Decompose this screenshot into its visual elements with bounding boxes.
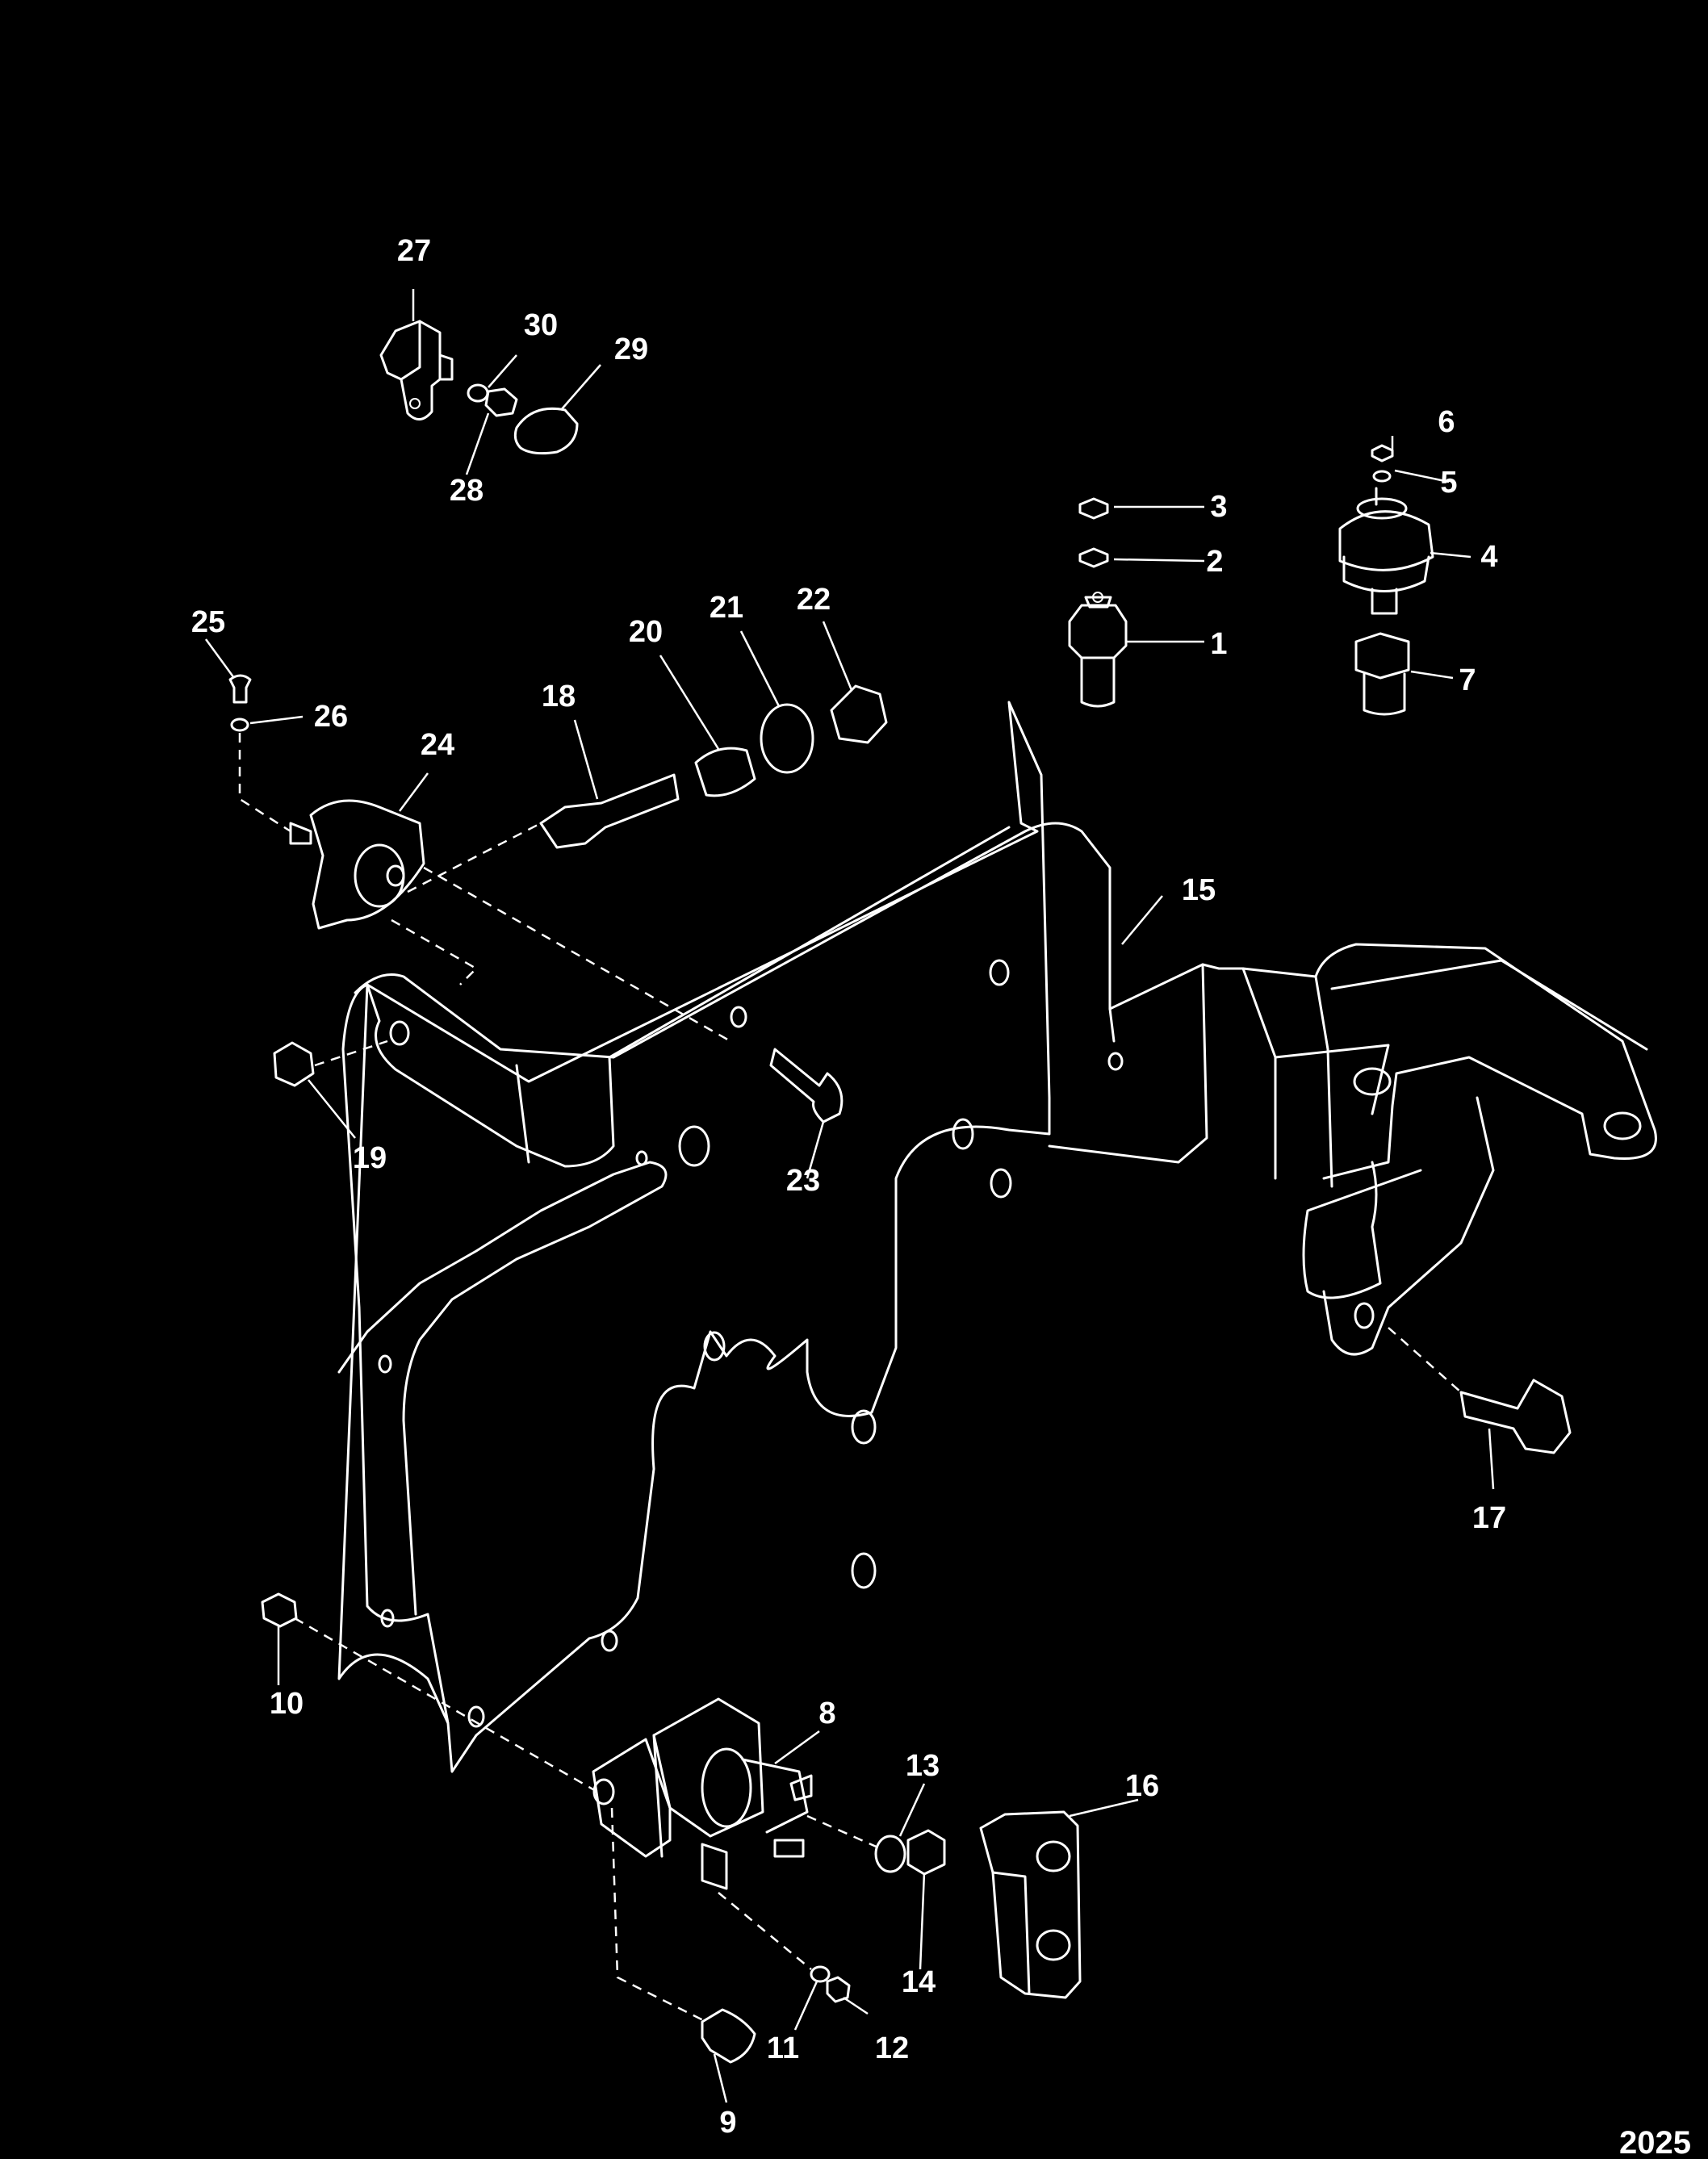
part-7-fitting [1354,632,1410,716]
part-13-washer [874,1835,906,1873]
part-14-nut [906,1829,946,1876]
part-18-stud [539,773,680,849]
callout-17: 17 [1472,1501,1506,1535]
callout-23: 23 [786,1164,820,1198]
callout-24: 24 [421,728,454,762]
leader-lines [204,289,1495,2103]
callout-20: 20 [629,615,663,649]
callout-16: 16 [1125,1769,1159,1803]
callout-13: 13 [906,1749,940,1783]
part-4-pressure-switch [1338,487,1434,615]
part-23-screw [769,1048,844,1123]
part-26-washer [230,718,249,732]
callout-3: 3 [1210,490,1227,524]
callout-12: 12 [875,2031,909,2065]
callout-2: 2 [1206,545,1223,579]
mounting-plate [337,701,1657,1773]
figure-number: 2025 [1619,2125,1691,2159]
callouts: 27 30 29 28 6 5 3 2 4 1 7 25 26 24 18 20… [191,234,1506,2140]
callout-28: 28 [450,474,484,508]
callout-11: 11 [767,2031,799,2065]
part-8-solenoid [592,1697,813,1890]
part-19-nut [273,1041,315,1087]
part-21-washer [760,703,814,774]
part-5-washer [1372,470,1392,483]
callout-7: 7 [1459,663,1476,697]
part-29-boot [513,407,579,455]
callout-9: 9 [719,2106,736,2140]
part-6-nut [1371,444,1394,462]
callout-26: 26 [314,700,348,734]
part-16-terminal-cover [979,1810,1082,1999]
callout-22: 22 [797,583,831,617]
part-2-washer [1078,547,1109,568]
callout-30: 30 [524,308,558,342]
part-9-screw [701,2008,756,2064]
part-12-nut [826,1976,851,2003]
callout-14: 14 [902,1965,936,1999]
part-24-switch [289,799,425,930]
callout-25: 25 [191,605,225,639]
callout-18: 18 [542,680,576,713]
callout-29: 29 [614,333,648,366]
callout-4: 4 [1480,540,1497,574]
callout-6: 6 [1438,405,1455,439]
callout-21: 21 [710,591,743,625]
callout-5: 5 [1440,466,1457,500]
part-3-nut [1078,497,1109,520]
part-20-spacer [694,747,756,797]
part-25-screw [228,674,252,704]
callout-27: 27 [397,234,431,268]
part-30-washer [467,383,489,403]
part-11-washer [810,1965,831,1983]
callout-10: 10 [270,1687,304,1721]
callout-19: 19 [353,1141,387,1175]
callout-15: 15 [1182,873,1216,907]
callout-1: 1 [1210,627,1227,661]
part-22-nut [830,684,888,744]
assembly-lines [238,733,1462,2023]
part-28-nut [484,387,518,417]
part-27-bracket [379,320,454,421]
part-10-nut [261,1592,298,1628]
part-1-sender [1068,592,1128,708]
part-17-bolt [1459,1379,1572,1454]
callout-8: 8 [818,1697,835,1730]
